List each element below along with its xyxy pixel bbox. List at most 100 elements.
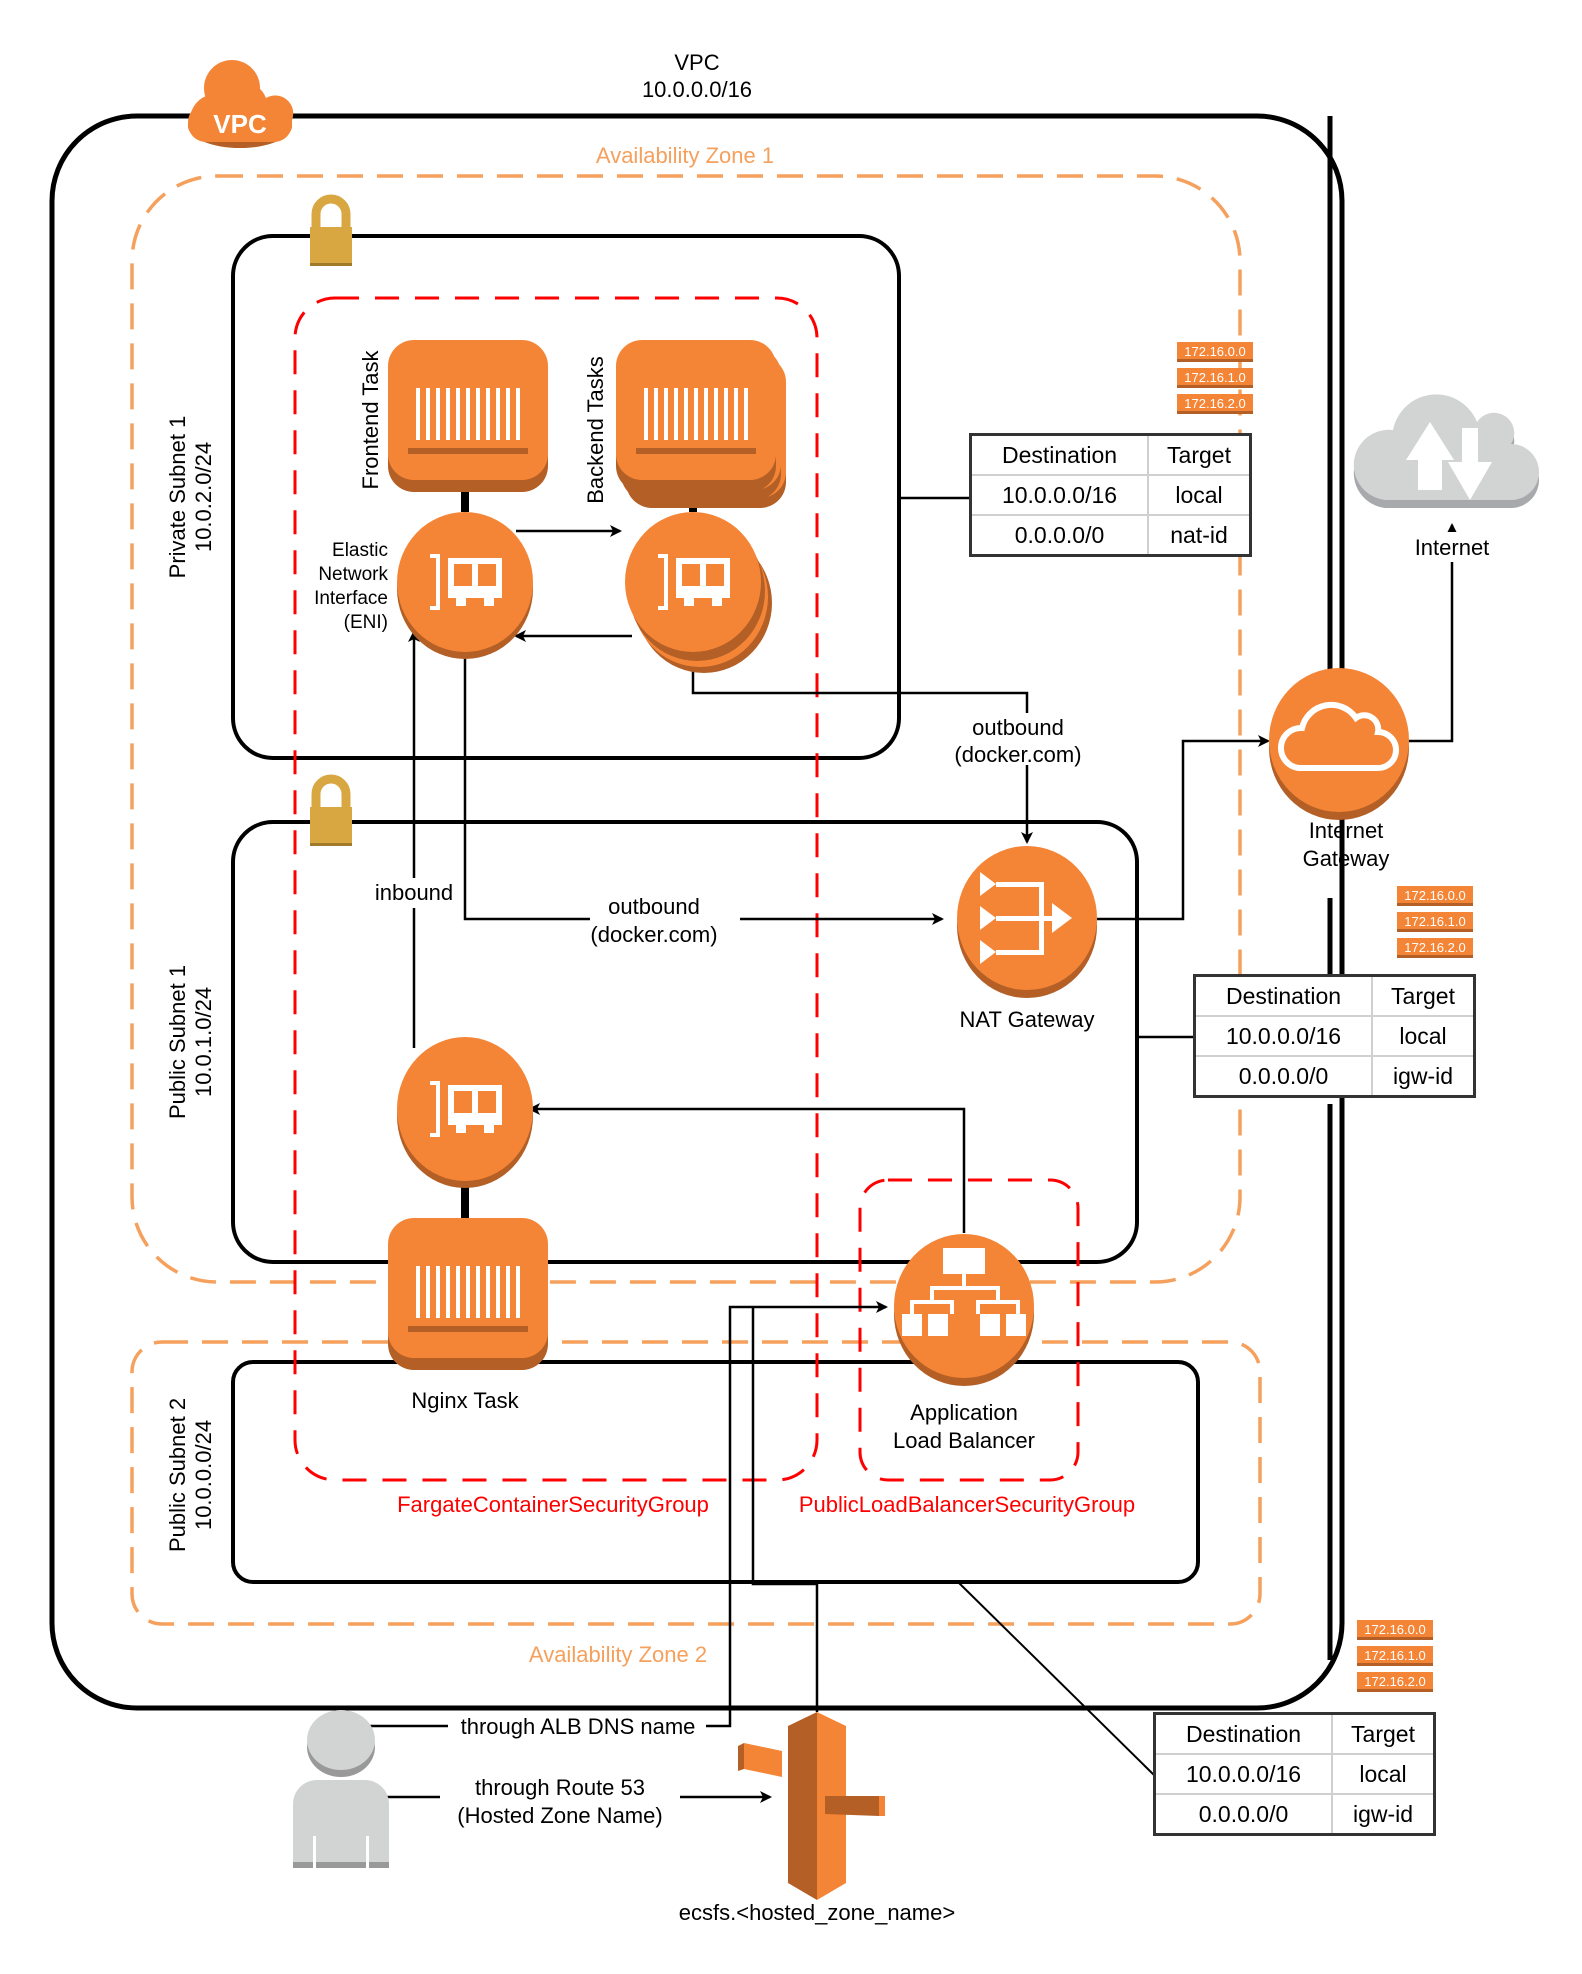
ip-badge: 172.16.1.0 (1184, 370, 1245, 385)
private-outbound-label-line-2: (docker.com) (954, 742, 1081, 767)
alb-label-line-1: Application (910, 1400, 1018, 1425)
table-row: 0.0.0.0/0 igw-id (1153, 1793, 1436, 1836)
availability-zone-2-label: Availability Zone 2 (529, 1642, 707, 1667)
public-subnet-1-name: Public Subnet 1 (165, 965, 190, 1119)
public-subnet-2-name: Public Subnet 2 (165, 1398, 190, 1552)
public-outbound-arrow (463, 655, 944, 925)
table-header-cell: Target (1147, 433, 1252, 476)
table-cell: igw-id (1371, 1055, 1476, 1098)
backend-tasks-icon[interactable] (616, 340, 786, 508)
route53-icon[interactable] (738, 1712, 885, 1900)
ip-badge: 172.16.2.0 (1184, 396, 1245, 411)
private-subnet-1-boundary (231, 234, 901, 760)
alb-to-nginx-arrow (528, 1103, 966, 1233)
through-route53-label-line-1: through Route 53 (475, 1775, 645, 1800)
frontend-task-label: Frontend Task (358, 350, 383, 490)
private-route-table: Destination Target 10.0.0.0/16 local 0.0… (969, 433, 1252, 557)
table-cell: 10.0.0.0/16 (969, 474, 1149, 516)
ip-badge-stack-private: 172.16.0.0 172.16.1.0 172.16.2.0 (1177, 342, 1253, 414)
table-row: 0.0.0.0/0 nat-id (969, 514, 1252, 557)
table-cell: 0.0.0.0/0 (1193, 1055, 1373, 1098)
nat-gateway-label: NAT Gateway (960, 1007, 1095, 1032)
through-route53-label-line-2: (Hosted Zone Name) (457, 1803, 662, 1828)
ip-badge: 172.16.0.0 (1184, 344, 1245, 359)
table-header-row: Destination Target (1193, 974, 1476, 1017)
alb-icon[interactable] (894, 1234, 1034, 1386)
public-outbound-label-line-2: (docker.com) (590, 922, 717, 947)
alb-security-group-boundary (858, 1178, 1080, 1482)
nat-gateway-icon[interactable] (957, 846, 1097, 998)
inbound-label: inbound (375, 880, 453, 905)
eni-label-line-4: (ENI) (344, 612, 388, 633)
user-icon[interactable] (293, 1710, 389, 1868)
table-cell: 0.0.0.0/0 (969, 514, 1149, 557)
backend-tasks-label: Backend Tasks (583, 356, 608, 504)
frontend-eni-icon[interactable] (397, 512, 533, 659)
table-cell: local (1331, 1753, 1436, 1795)
ip-badge: 172.16.0.0 (1404, 888, 1465, 903)
availability-zone-2-boundary (130, 1340, 1262, 1626)
ip-badge-stack-public-2: 172.16.0.0 172.16.1.0 172.16.2.0 (1357, 1620, 1433, 1692)
ip-badge: 172.16.2.0 (1404, 940, 1465, 955)
frontend-task-icon[interactable] (388, 340, 548, 492)
table-header-cell: Target (1331, 1712, 1436, 1755)
table-cell: nat-id (1147, 514, 1252, 557)
vpc-cidr: 10.0.0.0/16 (642, 77, 752, 102)
table-row: 10.0.0.0/16 local (1153, 1753, 1436, 1795)
table-cell: 0.0.0.0/0 (1153, 1793, 1333, 1836)
ip-badge: 172.16.1.0 (1404, 914, 1465, 929)
eni-label-line-2: Network (318, 564, 388, 585)
public-route-table-2: Destination Target 10.0.0.0/16 local 0.0… (1153, 1712, 1436, 1836)
internet-cloud-icon[interactable] (1353, 394, 1539, 508)
internet-gateway-icon[interactable] (1269, 668, 1409, 820)
alb-label-line-2: Load Balancer (893, 1428, 1035, 1453)
public-subnet-1-boundary (231, 820, 1139, 1264)
fargate-security-group-boundary (293, 296, 819, 1482)
table-row: 10.0.0.0/16 local (969, 474, 1252, 516)
table-cell: 10.0.0.0/16 (1193, 1015, 1373, 1057)
nginx-task-icon[interactable] (388, 1218, 548, 1370)
table-header-row: Destination Target (969, 433, 1252, 476)
table-cell: 10.0.0.0/16 (1153, 1753, 1333, 1795)
public-rt-2-link (957, 1581, 1155, 1776)
private-subnet-1-cidr: 10.0.2.0/24 (191, 442, 216, 552)
internet-gateway-label-line-1: Internet (1309, 818, 1384, 843)
ip-badge: 172.16.0.0 (1364, 1622, 1425, 1637)
alb-security-group-label: PublicLoadBalancerSecurityGroup (799, 1492, 1135, 1517)
ip-badge-stack-public-1: 172.16.0.0 172.16.1.0 172.16.2.0 (1397, 886, 1473, 958)
nginx-eni-icon[interactable] (397, 1037, 533, 1188)
table-cell: local (1147, 474, 1252, 516)
public-route-table-1: Destination Target 10.0.0.0/16 local 0.0… (1193, 974, 1476, 1098)
availability-zone-1-boundary (130, 174, 1242, 1284)
nat-to-igw-arrow (1097, 735, 1270, 921)
table-cell: igw-id (1331, 1793, 1436, 1836)
vpc-boundary (49, 113, 1345, 1711)
vpc-cloud-icon (188, 60, 294, 148)
eni-label-line-1: Elastic (332, 540, 388, 561)
eni-label-line-3: Interface (314, 588, 388, 609)
public-outbound-label-line-1: outbound (608, 894, 700, 919)
through-alb-label: through ALB DNS name (461, 1714, 696, 1739)
nginx-task-label: Nginx Task (411, 1388, 519, 1413)
private-subnet-1-name: Private Subnet 1 (165, 416, 190, 579)
public-subnet-1-cidr: 10.0.1.0/24 (191, 987, 216, 1097)
table-header-cell: Destination (1153, 1712, 1333, 1755)
table-header-cell: Destination (969, 433, 1149, 476)
private-subnet-lock-icon (310, 194, 352, 266)
table-row: 10.0.0.0/16 local (1193, 1015, 1476, 1057)
route53-to-alb-line (751, 1307, 819, 1712)
public-subnet-2-boundary (231, 1360, 1200, 1584)
public-subnet-2-cidr: 10.0.0.0/24 (191, 1420, 216, 1530)
table-header-cell: Destination (1193, 974, 1373, 1017)
vpc-badge-label: VPC (213, 109, 267, 139)
table-header-cell: Target (1371, 974, 1476, 1017)
private-outbound-arrow (691, 665, 1033, 844)
route53-label: ecsfs.<hosted_zone_name> (679, 1900, 955, 1925)
vpc-title: VPC (674, 50, 719, 75)
table-header-row: Destination Target (1153, 1712, 1436, 1755)
ip-badge: 172.16.1.0 (1364, 1648, 1425, 1663)
backend-eni-icon[interactable] (625, 512, 772, 673)
fargate-security-group-label: FargateContainerSecurityGroup (397, 1492, 709, 1517)
availability-zone-1-label: Availability Zone 1 (596, 143, 774, 168)
